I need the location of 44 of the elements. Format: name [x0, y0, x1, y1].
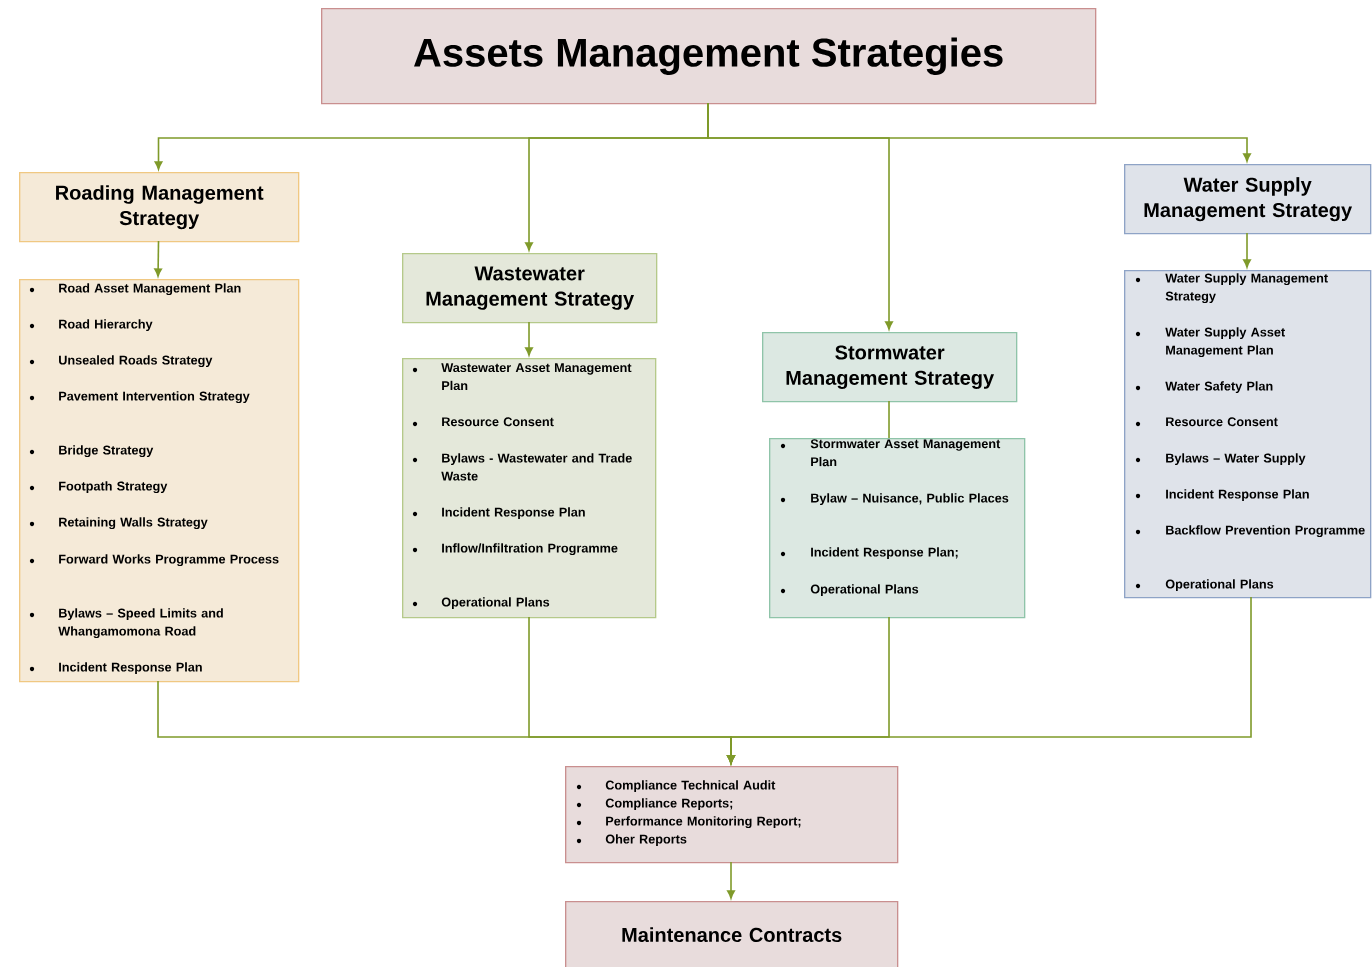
connector-arrow [727, 861, 735, 899]
list-item: Unsealed Roads Strategy [29, 355, 213, 368]
list-item: Backflow Prevention Programme [1135, 525, 1365, 538]
strategy-box: Maintenance Contracts [565, 901, 899, 967]
strategy-box: Stormwater Management Strategy [762, 332, 1018, 403]
connector-arrow [1243, 232, 1251, 268]
list-item: Road Asset Management Plan [29, 283, 241, 296]
list-item: Incident Response Plan [1135, 489, 1309, 502]
connector-arrow [154, 240, 163, 277]
list-item: Performance Monitoring Report; [576, 816, 801, 829]
list-item: Resource Consent [1135, 417, 1278, 427]
list-item: Road Hierarchy [29, 319, 153, 332]
list-item: Stormwater Asset Management Plan [780, 439, 1001, 467]
list-item: Incident Response Plan; [780, 547, 958, 560]
connector-arrow [727, 596, 1252, 764]
list-item: Resource Consent [412, 417, 554, 427]
list-item: Oher Reports [576, 834, 687, 847]
list-item: Wastewater Asset Management Plan [412, 363, 632, 391]
list-item: Bylaw – Nuisance, Public Places [780, 493, 1009, 506]
list-item: Incident Response Plan [412, 507, 585, 520]
list-item: Water Supply Asset Management Plan [1135, 327, 1285, 358]
list-item: Bylaws – Water Supply [1135, 453, 1306, 466]
title-box: Assets Management Strategies [321, 8, 1097, 105]
list-item: Operational Plans [780, 584, 919, 597]
connector-arrow [525, 321, 533, 356]
list-item: Water Safety Plan [1135, 381, 1273, 394]
list-item: Pavement Intervention Strategy [29, 391, 250, 404]
list-item: Compliance Reports; [576, 798, 733, 811]
list-item: Inflow/Infiltration Programme [412, 543, 618, 556]
list-item: Footpath Strategy [29, 481, 168, 494]
strategy-box: Roading Management Strategy [19, 172, 300, 243]
connector-arrow [707, 102, 1251, 162]
strategy-box: Wastewater Management Strategy [402, 253, 658, 324]
list-item: Compliance Technical Audit [576, 780, 776, 793]
list-item: Retaining Walls Strategy [29, 517, 208, 530]
strategy-box: Water Supply Management Strategy [1124, 164, 1372, 235]
list-item: Operational Plans [412, 597, 550, 610]
list-item: Operational Plans [1135, 579, 1274, 592]
list-item: Bylaws - Wastewater and Trade Waste [412, 453, 632, 481]
list-item: Bridge Strategy [29, 445, 154, 458]
list-item: Bylaws – Speed Limits and Whangamomona Road [29, 608, 223, 639]
list-item: Incident Response Plan [29, 662, 202, 675]
list-item: Forward Works Programme Process [29, 554, 279, 567]
list-item: Water Supply Management Strategy [1135, 273, 1328, 304]
